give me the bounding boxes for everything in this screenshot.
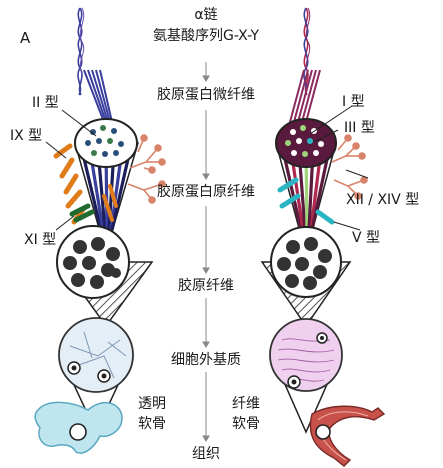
stage-label-fiber: 胶原纤维 <box>178 278 234 294</box>
type-xi-label: XI 型 <box>24 232 56 248</box>
alpha-chain-label: α链 <box>194 7 217 23</box>
left-alpha-helix <box>78 8 84 95</box>
type-v-label: V 型 <box>352 230 380 246</box>
type-iii-label: III 型 <box>344 120 375 136</box>
hyaline-label-line1: 透明 <box>138 396 166 412</box>
type-xii-xiv-label: XII / XIV 型 <box>346 192 419 208</box>
fibrocartilage-label-line1: 纤维 <box>232 396 260 412</box>
stage-label-tissue: 组织 <box>192 446 220 462</box>
stage-label-ecm: 细胞外基质 <box>171 352 241 368</box>
right-strand-fan <box>290 70 320 122</box>
hyaline-cartilage-tissue <box>35 402 122 453</box>
type-ix-label: IX 型 <box>10 128 42 144</box>
amino-acid-sequence-label: 氨基酸序列G-X-Y <box>153 28 259 44</box>
hyaline-label-line2: 软骨 <box>138 416 166 432</box>
fibrocartilage-label-line2: 软骨 <box>232 416 260 432</box>
left-strand-fan <box>84 70 112 122</box>
type-ii-label: II 型 <box>32 95 59 111</box>
center-flow-arrows <box>203 62 209 441</box>
panel-label: A <box>20 30 30 46</box>
type-i-label: I 型 <box>342 94 365 110</box>
left-fibril-cross-section <box>57 226 152 326</box>
stage-label-fibril: 胶原蛋白原纤维 <box>157 184 255 200</box>
fibrocartilage-tissue <box>310 406 384 466</box>
right-fibril-cross-section <box>262 227 350 326</box>
type-xii-xiv-collagen <box>332 135 367 199</box>
stage-label-microfibril: 胶原蛋白微纤维 <box>157 87 255 103</box>
